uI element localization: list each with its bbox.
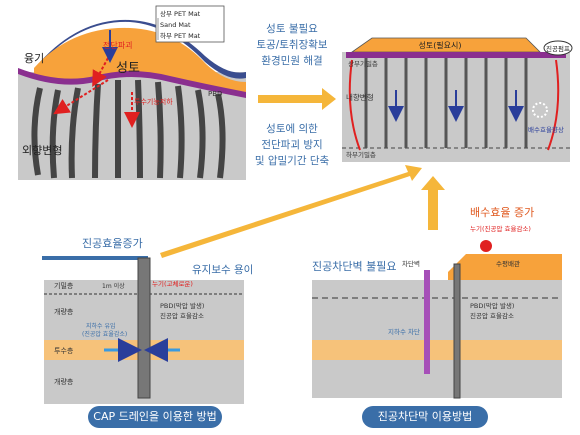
red-arrow-2 [53,79,109,115]
top-right-panel: 진공펌프 성토(필요시) 상부기밀층 내향변형 하부기밀층 배수효율향상 [342,37,573,162]
upper-seal-layer [346,52,566,58]
br-perm-layer [312,340,562,360]
leak-label: 누기(고체로운) [152,279,193,288]
br-leak-label: 누기(진공압 효율감소) [470,224,531,233]
lower-mat [18,68,246,98]
permeability-label: 투수기능저하 [134,97,173,106]
up-arrow [421,176,445,230]
clay1-label: 개량층 [54,307,74,316]
pet-mat [40,19,246,79]
pbd-bl-label: PBD(막압 발생) [160,301,204,310]
right-drains [364,58,528,148]
pbd-br-label: PBD(막압 발생) [470,301,514,310]
pbd2-bl-label: 진공압 효율감소 [160,311,204,320]
diag-arrow [160,165,422,258]
caption-right: 진공차단막 이용방법 [362,406,488,428]
gw-label: 지하수 유입 [86,322,116,330]
gw2-label: (진공압 효율감소) [82,330,127,338]
br-gw-label: 지하수 차단 [388,327,420,336]
bottom-right-title: 진공차단벽 불필요 [312,260,396,273]
pbd2-br-label: 진공압 효율감소 [470,311,514,320]
efficiency-circle [532,102,548,118]
soil-bottom-right [312,280,562,398]
hole-label: 수평배관 [496,259,520,268]
heave-label: 융기 [24,52,44,65]
benefit-2-line-3: 및 압밀기간 단축 [255,154,330,167]
caption-left: CAP 드레인을 이용한 방법 [88,406,222,428]
leak-burst [480,240,492,252]
drains [31,79,226,179]
inner-label: 내향변형 [346,93,374,102]
bottom-right-panel: 배수효율 증가 누기(진공압 효율감소) 진공차단벽 불필요 차단벽 수평배관 … [312,206,562,399]
shear-arrow [92,57,109,88]
layer-lower: 하부 PET Mat [160,31,201,40]
thickness-label: 1m 이상 [102,282,125,290]
efficiency-label: 배수효율향상 [528,125,564,134]
upper-seal-label: 상부기밀층 [348,59,378,68]
cap-drain [137,257,151,399]
benefit-1-line-1: 성토 불필요 [266,23,318,35]
pbd-label: PBD [208,90,222,98]
center-arrow [258,88,336,110]
layer-legend [155,5,225,43]
lateral-label: 외향변형 [22,144,62,157]
benefit-2-line-2: 전단파괴 방지 [261,139,322,151]
fill-right-label: 성토(필요시) [418,40,461,50]
cap-pipe [42,256,148,260]
right-blue-arrows [388,90,524,122]
inward-curve-right [547,59,560,151]
benefit-text-2: 성토에 의한 전단파괴 방지 및 압밀기간 단축 [255,123,330,167]
clay2-label: 개량층 [54,377,74,386]
layer-upper: 상부 PET Mat [160,9,201,18]
benefit-1-line-3: 환경민원 해결 [261,54,322,67]
layer-sand: Sand Mat [160,21,191,29]
top-left-panel: 상부 PET Mat Sand Mat 하부 PET Mat 전단파괴 융기 성… [18,5,246,180]
pump-label: 진공펌프 [546,44,570,53]
benefit-text-1: 성토 불필요 토공/토취장확보 환경민원 해결 [256,23,327,67]
shear-label: 전단파괴 [103,40,132,50]
perm-label: 투수층 [54,346,74,355]
cutoff-wall [424,270,430,374]
bottom-left-panel: 진공효율증가 유지보수 용이 기밀층 1m 이상 누기(고체로운) 개량층 PB… [42,237,253,404]
inward-curve-left [348,59,361,151]
br-fill [448,254,562,280]
wall-label: 차단벽 [402,259,420,268]
lower-seal-label: 하부기밀층 [346,150,376,159]
maint-label: 유지보수 용이 [192,264,253,276]
br-drain [453,263,461,399]
benefit-1-line-2: 토공/토취장확보 [256,38,327,51]
fill-label: 성토 [116,61,140,76]
seal-label: 기밀층 [54,281,74,290]
bottom-left-title: 진공효율증가 [82,237,143,250]
pump-icon [543,40,573,56]
br-efficiency-label: 배수효율 증가 [470,206,534,219]
benefit-2-line-1: 성토에 의한 [266,123,318,135]
